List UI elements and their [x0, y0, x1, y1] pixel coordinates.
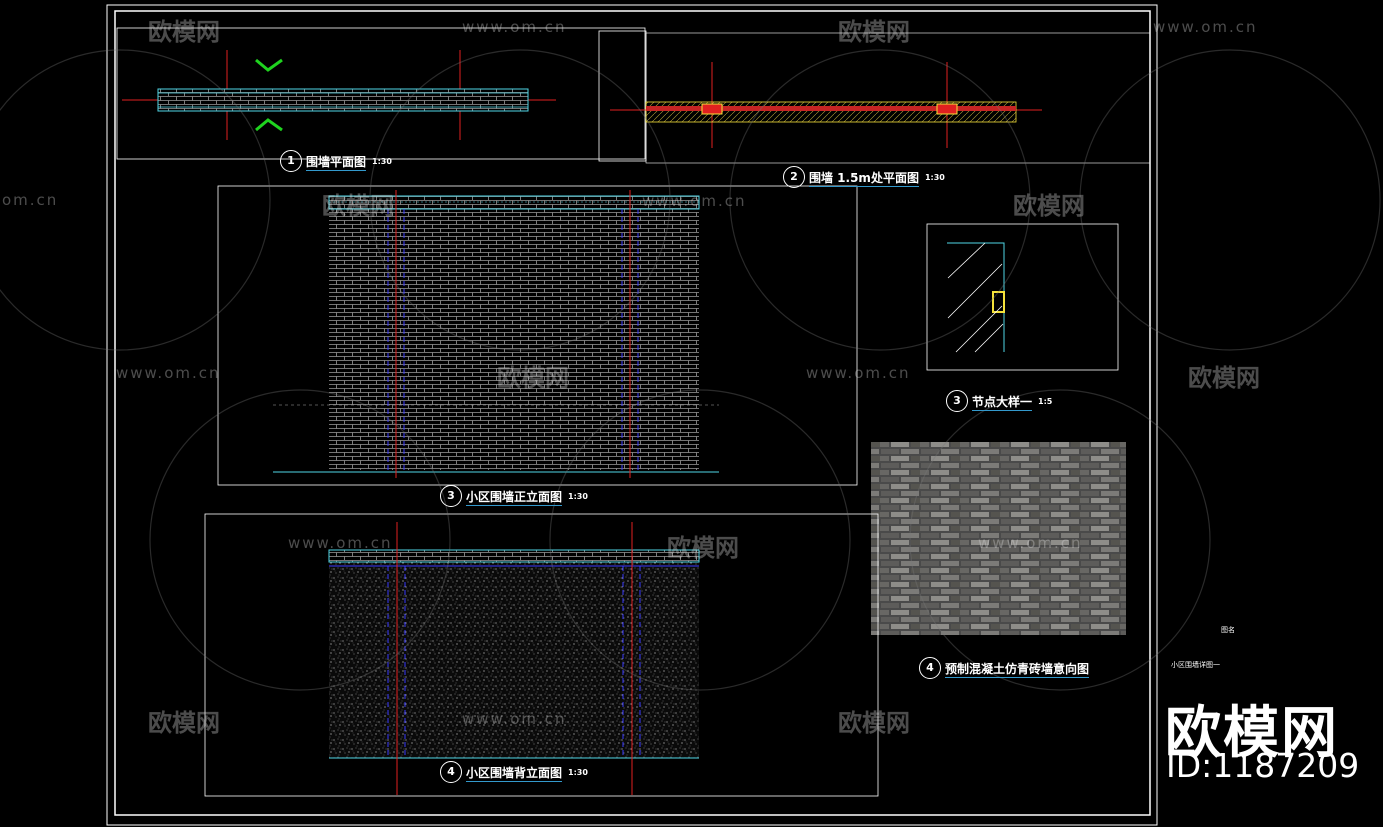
watermark-logo: 欧模网	[838, 18, 910, 46]
watermark-logo: 欧模网	[667, 534, 739, 562]
watermark-url: www.om.cn	[462, 710, 567, 728]
view-number: 1	[280, 150, 302, 172]
watermark-url: www.om.cn	[288, 534, 393, 552]
watermark-url: www.om.cn	[978, 534, 1083, 552]
watermark-logo: 欧模网	[1188, 364, 1260, 392]
view-scale: 1:30	[372, 156, 392, 166]
brand-logo: 欧模网	[1165, 701, 1339, 766]
view-title: 小区围墙背立面图	[466, 765, 563, 782]
watermark-url: www.om.cn	[462, 18, 567, 36]
view-title: 预制混凝土仿青砖墙意向图	[945, 661, 1090, 678]
watermark-url: www.om.cn	[806, 364, 911, 382]
view-number: 2	[783, 166, 805, 188]
watermark-logo: 欧模网	[322, 192, 394, 220]
view-number: 3	[440, 485, 462, 507]
watermark-url: www.om.cn	[642, 192, 747, 210]
watermark-url: om.cn	[2, 191, 59, 209]
watermark-url: www.om.cn	[116, 364, 221, 382]
view-scale: 1:5	[1038, 396, 1053, 406]
title-block-label: 图名	[1221, 626, 1235, 634]
view-scale: 1:30	[568, 491, 588, 501]
view-number: 4	[919, 657, 941, 679]
view-scale: 1:30	[924, 172, 945, 182]
view-title: 围墙平面图	[306, 154, 367, 171]
watermark-logo: 欧模网	[497, 364, 569, 392]
brand-id: ID:1187209	[1166, 746, 1360, 785]
view-scale: 1:30	[568, 767, 588, 777]
watermark-logo: 欧模网	[148, 18, 220, 46]
watermark-logo: 欧模网	[148, 709, 220, 737]
view-number: 4	[440, 761, 462, 783]
view-title: 小区围墙正立面图	[466, 489, 563, 506]
view-number: 3	[946, 390, 968, 412]
watermark-logo: 欧模网	[838, 709, 910, 737]
view-title: 围墙 1.5m处平面图	[809, 170, 919, 187]
view-title: 节点大样一	[972, 394, 1033, 411]
title-block-sheet: 小区围墙详图一	[1171, 661, 1220, 669]
watermark-url: www.om.cn	[1153, 18, 1258, 36]
watermark-logo: 欧模网	[1013, 192, 1085, 220]
